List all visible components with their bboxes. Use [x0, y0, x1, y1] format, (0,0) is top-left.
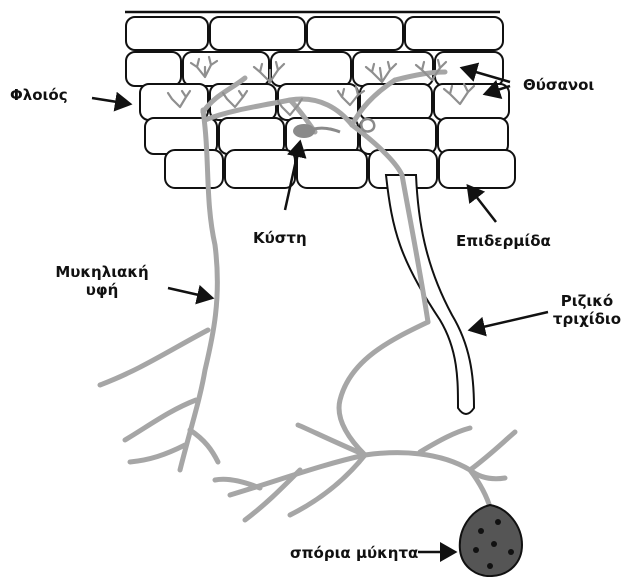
vesicle — [293, 124, 315, 138]
arrow-epidermis — [468, 186, 496, 222]
label-vesicle: Κύστη — [253, 229, 307, 247]
arrow-cortex — [92, 98, 130, 104]
label-root-hair: Ριζικό τριχίδιο — [548, 292, 626, 328]
label-root-hair-line1: Ριζικό — [548, 292, 626, 310]
label-hypha-line1: Μυκηλιακή — [52, 263, 152, 281]
label-epidermis: Επιδερμίδα — [456, 232, 551, 250]
label-hypha: Μυκηλιακή υφή — [52, 263, 152, 299]
arrow-hypha — [168, 288, 212, 298]
arrow-root-hair — [470, 312, 548, 330]
label-spores: σπόρια μύκητα — [290, 544, 418, 562]
root-hair — [386, 175, 474, 414]
label-cortex: Φλοιός — [10, 86, 68, 104]
label-root-hair-line2: τριχίδιο — [548, 310, 626, 328]
label-arbuscules: Θύσανοι — [523, 76, 594, 94]
label-hypha-line2: υφή — [52, 281, 152, 299]
